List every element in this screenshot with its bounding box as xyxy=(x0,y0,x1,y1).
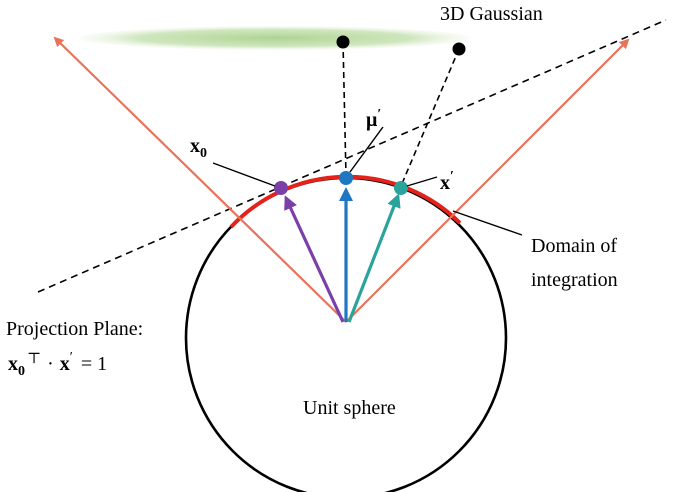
eq-x0-base: x xyxy=(8,353,18,375)
mu-leader-line xyxy=(349,126,384,173)
gaussian-label: 3D Gaussian xyxy=(440,3,543,25)
x0-subscript: 0 xyxy=(200,146,207,161)
domain-label-line1: Domain of xyxy=(531,235,617,257)
eq-x-prime: ′ xyxy=(70,350,73,365)
cone-ray-left xyxy=(53,36,347,323)
x-prime-label: x′ xyxy=(440,169,454,194)
x-prime-leader-line xyxy=(406,176,438,187)
unit-sphere-label: Unit sphere xyxy=(303,397,396,419)
eq-equals-one: = 1 xyxy=(81,353,107,375)
eq-x0-subscript: 0 xyxy=(18,364,25,379)
mu-projection-line xyxy=(342,41,347,177)
vector-x-prime xyxy=(347,193,401,323)
x-prime-mark: ′ xyxy=(450,169,454,184)
projection-plane-equation: x0⊤·x′= 1 xyxy=(8,350,107,379)
gaussian-center-point xyxy=(336,35,350,49)
point-x-prime xyxy=(394,181,408,195)
gaussian-sample-point xyxy=(452,42,466,56)
mu-prime: ′ xyxy=(377,107,381,122)
mu-symbol: μ xyxy=(366,109,378,131)
x-prime-base: x xyxy=(440,172,450,194)
mu-label: μ′ xyxy=(366,107,381,131)
domain-label-line2: integration xyxy=(531,269,618,291)
domain-leader-line xyxy=(452,210,523,236)
eq-transpose: ⊤ xyxy=(27,351,41,367)
point-x0 xyxy=(274,181,288,195)
x0-label: x0 xyxy=(190,135,207,161)
projection-plane-line xyxy=(37,19,667,293)
cone-ray-right xyxy=(345,38,630,323)
eq-x: x xyxy=(60,353,70,375)
gaussian-ellipse xyxy=(80,26,470,50)
x0-base: x xyxy=(190,135,200,157)
x0-leader-line xyxy=(212,162,276,187)
point-mu xyxy=(339,171,353,185)
vector-x0 xyxy=(284,195,345,323)
eq-dot: · xyxy=(47,353,54,375)
projection-plane-title: Projection Plane: xyxy=(6,318,143,340)
x-projection-line xyxy=(400,48,460,187)
